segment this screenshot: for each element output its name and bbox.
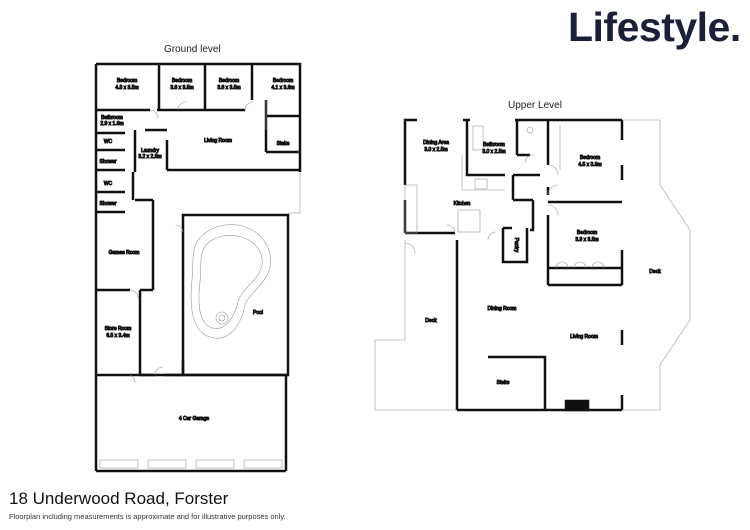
ground-level-plan: Bedroom 4.8 x 3.5m Bedroom 3.6 x 3.5m Be…: [94, 62, 302, 473]
room-size: 3.0 x 2.5m: [424, 147, 447, 153]
room-label: Living Room: [570, 334, 598, 340]
room-label: Deck: [425, 318, 437, 324]
room-label: Bathroom: [101, 115, 123, 121]
disclaimer-text: Floorplan including measurements is appr…: [9, 512, 286, 521]
room-size: 3.9 x 3.5m: [575, 237, 598, 243]
room-label: WC: [104, 181, 113, 187]
property-address: 18 Underwood Road, Forster: [9, 489, 229, 508]
room-size: 4.1 x 3.6m: [271, 85, 294, 91]
room-size: 6.5 x 3.4m: [106, 333, 129, 339]
room-label: Games Room: [109, 250, 140, 256]
room-label: Shower: [100, 159, 117, 165]
room-label: Dining Area: [423, 140, 449, 146]
room-label: Deck: [649, 269, 661, 275]
room-size: 3.6 x 3.5m: [217, 85, 240, 91]
room-label: Kitchen: [454, 201, 471, 207]
room-label: Stairs: [277, 141, 290, 147]
room-label: Stairs: [497, 380, 510, 386]
upper-level-plan: Dining Area 3.0 x 2.5m Bathroom 3.0 x 2.…: [374, 118, 691, 412]
room-label: Store Room: [105, 326, 132, 332]
room-label: Bedroom: [580, 155, 600, 161]
room-size: 3.2 x 2.8m: [138, 154, 161, 160]
room-label: 4 Car Garage: [179, 416, 210, 422]
room-label: Dining Room: [488, 306, 517, 312]
room-label: Living Room: [204, 138, 232, 144]
room-label: Bedroom: [577, 230, 597, 236]
room-label: Shower: [100, 201, 117, 207]
room-label: Pool: [253, 310, 263, 316]
room-size: 3.0 x 2.5m: [482, 149, 505, 155]
room-label: Bedroom: [117, 78, 137, 84]
room-label: Bathroom: [483, 142, 505, 148]
room-label: Pantry: [513, 238, 519, 253]
room-size: 4.8 x 3.5m: [115, 85, 138, 91]
room-label: Bedroom: [273, 78, 293, 84]
room-label: Bedroom: [172, 78, 192, 84]
ground-level-title: Ground level: [164, 44, 221, 55]
room-size: 2.9 x 1.6m: [100, 121, 123, 127]
room-label: WC: [104, 139, 113, 145]
upper-level-title: Upper Level: [508, 100, 562, 111]
room-label: Laundry: [141, 148, 160, 154]
room-label: Bedroom: [219, 78, 239, 84]
room-size: 4.5 x 3.9m: [578, 162, 601, 168]
room-size: 3.6 x 3.5m: [170, 85, 193, 91]
brand-logo: Lifestyle.: [568, 4, 741, 50]
